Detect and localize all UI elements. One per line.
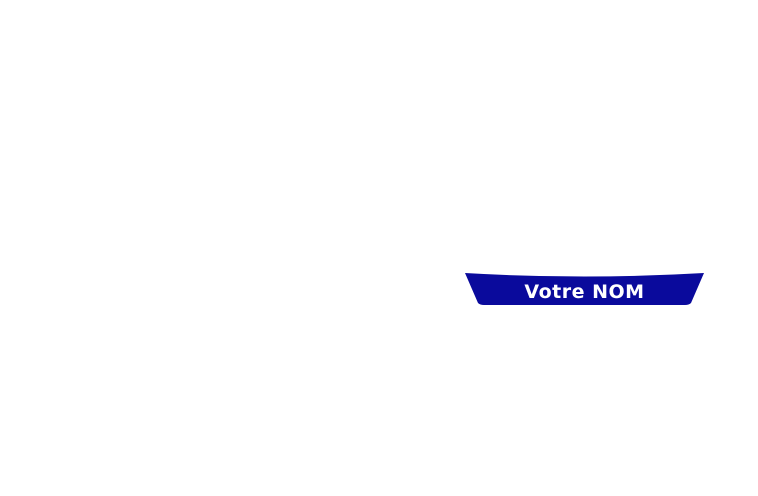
banner-label: Votre NOM <box>524 280 645 303</box>
name-banner[interactable]: Votre NOM <box>463 271 706 306</box>
banner-shape <box>465 273 704 305</box>
